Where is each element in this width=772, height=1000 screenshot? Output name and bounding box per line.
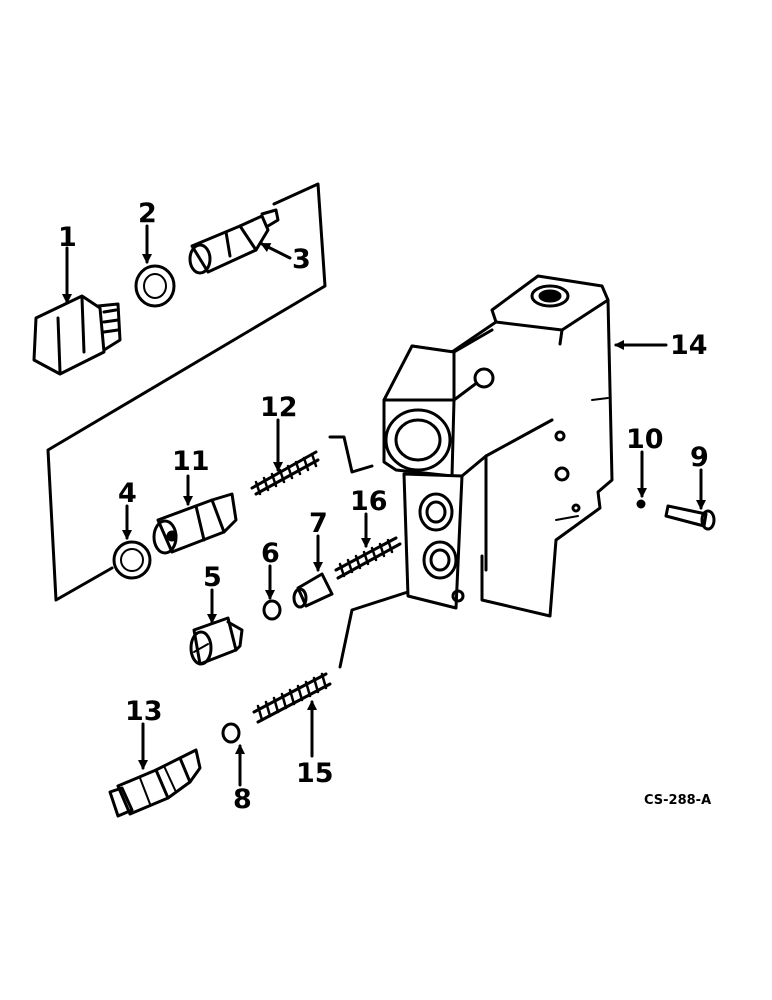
o-ring-part-4: [112, 540, 152, 580]
valve-body-part-14: [382, 274, 614, 618]
callout-14: 14: [670, 330, 708, 361]
spool-plug-part-11: [152, 492, 238, 555]
callout-6: 6: [261, 538, 280, 569]
spring-part-12: [250, 450, 320, 496]
o-ring-part-2: [134, 264, 176, 308]
spring-part-16: [334, 536, 402, 580]
ring-part-6: [262, 599, 282, 621]
callout-8: 8: [233, 784, 252, 815]
callout-3: 3: [292, 244, 311, 275]
ball-part-10: [636, 499, 646, 509]
relief-valve-part-13: [108, 748, 202, 818]
hex-plug-part: [32, 294, 122, 376]
spring-part-15: [252, 672, 332, 724]
callout-4: 4: [118, 478, 137, 509]
cartridge-part-3: [188, 208, 280, 275]
callout-1: 1: [58, 222, 77, 253]
callout-7: 7: [309, 508, 328, 539]
callout-9: 9: [690, 442, 709, 473]
poppet-part-7: [292, 572, 334, 609]
callout-5: 5: [203, 562, 222, 593]
ring-part-8: [221, 722, 241, 744]
callout-10: 10: [626, 424, 664, 455]
callout-15: 15: [296, 758, 334, 789]
small-plug-part-5: [189, 616, 244, 666]
group-bracket-lower: [328, 435, 374, 474]
callout-2: 2: [138, 198, 157, 229]
callout-16: 16: [350, 486, 388, 517]
group-bracket-upper: [46, 182, 327, 602]
drawing-code: CS-288-A: [644, 793, 711, 808]
group-bracket-lower-2: [338, 588, 416, 669]
callout-13: 13: [125, 696, 163, 727]
leader-3: [260, 242, 292, 260]
pin-part-9: [664, 504, 716, 531]
callout-12: 12: [260, 392, 298, 423]
callout-11: 11: [172, 446, 210, 477]
